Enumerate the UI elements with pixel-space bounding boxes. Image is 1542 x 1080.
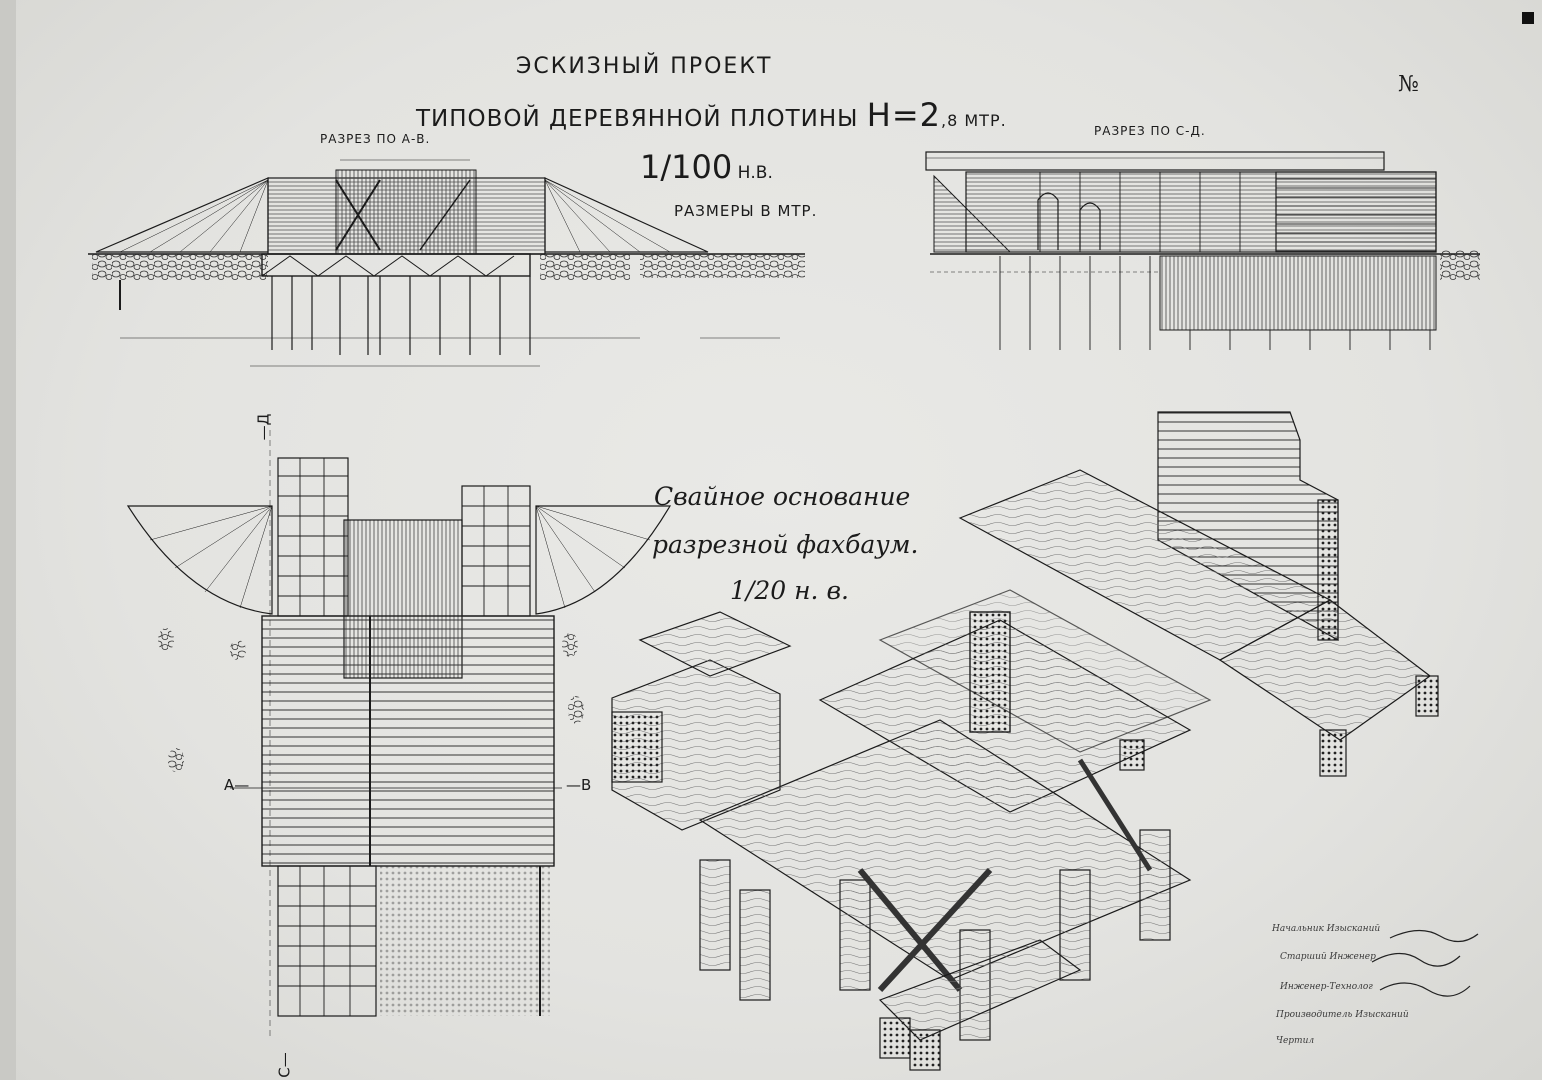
section-cd-label: РАЗРЕЗ ПО С-Д. bbox=[1094, 124, 1206, 138]
sheet-edge bbox=[0, 0, 16, 1080]
plan-marker-d: —Д bbox=[254, 413, 273, 441]
signature-role-5: Чертил bbox=[1276, 1036, 1315, 1046]
title-line-1: ЭСКИЗНЫЙ ПРОЕКТ bbox=[516, 54, 773, 79]
detail-caption-scale: 1/20 н. в. bbox=[730, 576, 849, 605]
title-height-suffix: ,8 МТР. bbox=[941, 111, 1007, 130]
plan-marker-a: А— bbox=[224, 776, 250, 794]
title-line-2: ТИПОВОЙ ДЕРЕВЯННОЙ ПЛОТИНЫ Н=2,8 МТР. bbox=[416, 96, 1007, 134]
signature-role-4: Производитель Изысканий bbox=[1276, 1010, 1409, 1020]
signature-role-3: Инженер-Технолог bbox=[1280, 982, 1373, 992]
isometric-detail-drawing bbox=[611, 411, 1439, 1071]
plan-view-drawing bbox=[126, 430, 672, 1040]
section-ab-drawing bbox=[88, 159, 805, 367]
title-line-2-prefix: ТИПОВОЙ ДЕРЕВЯННОЙ ПЛОТИНЫ bbox=[416, 106, 867, 132]
detail-caption-line-1: Свайное основание bbox=[654, 482, 911, 511]
plan-marker-b: —В bbox=[566, 776, 592, 794]
signature-role-1: Начальник Изысканий bbox=[1272, 924, 1381, 934]
main-scale-unit: Н.В. bbox=[732, 163, 773, 183]
corner-registration-mark bbox=[1522, 12, 1534, 24]
dimensions-note: РАЗМЕРЫ В МТР. bbox=[674, 202, 818, 220]
section-cd-drawing bbox=[925, 151, 1480, 350]
number-mark: № bbox=[1398, 72, 1419, 97]
title-height: Н=2 bbox=[866, 96, 942, 134]
plan-marker-c: С— bbox=[275, 1052, 294, 1078]
detail-caption-line-2: разрезной фахбаум. bbox=[652, 530, 919, 559]
signature-lines bbox=[1371, 929, 1479, 997]
signature-role-2: Старший Инженер bbox=[1280, 952, 1376, 962]
main-scale-value: 1/100 bbox=[640, 148, 733, 186]
main-scale: 1/100 Н.В. bbox=[640, 148, 773, 186]
section-ab-label: РАЗРЕЗ ПО А-В. bbox=[320, 132, 431, 146]
